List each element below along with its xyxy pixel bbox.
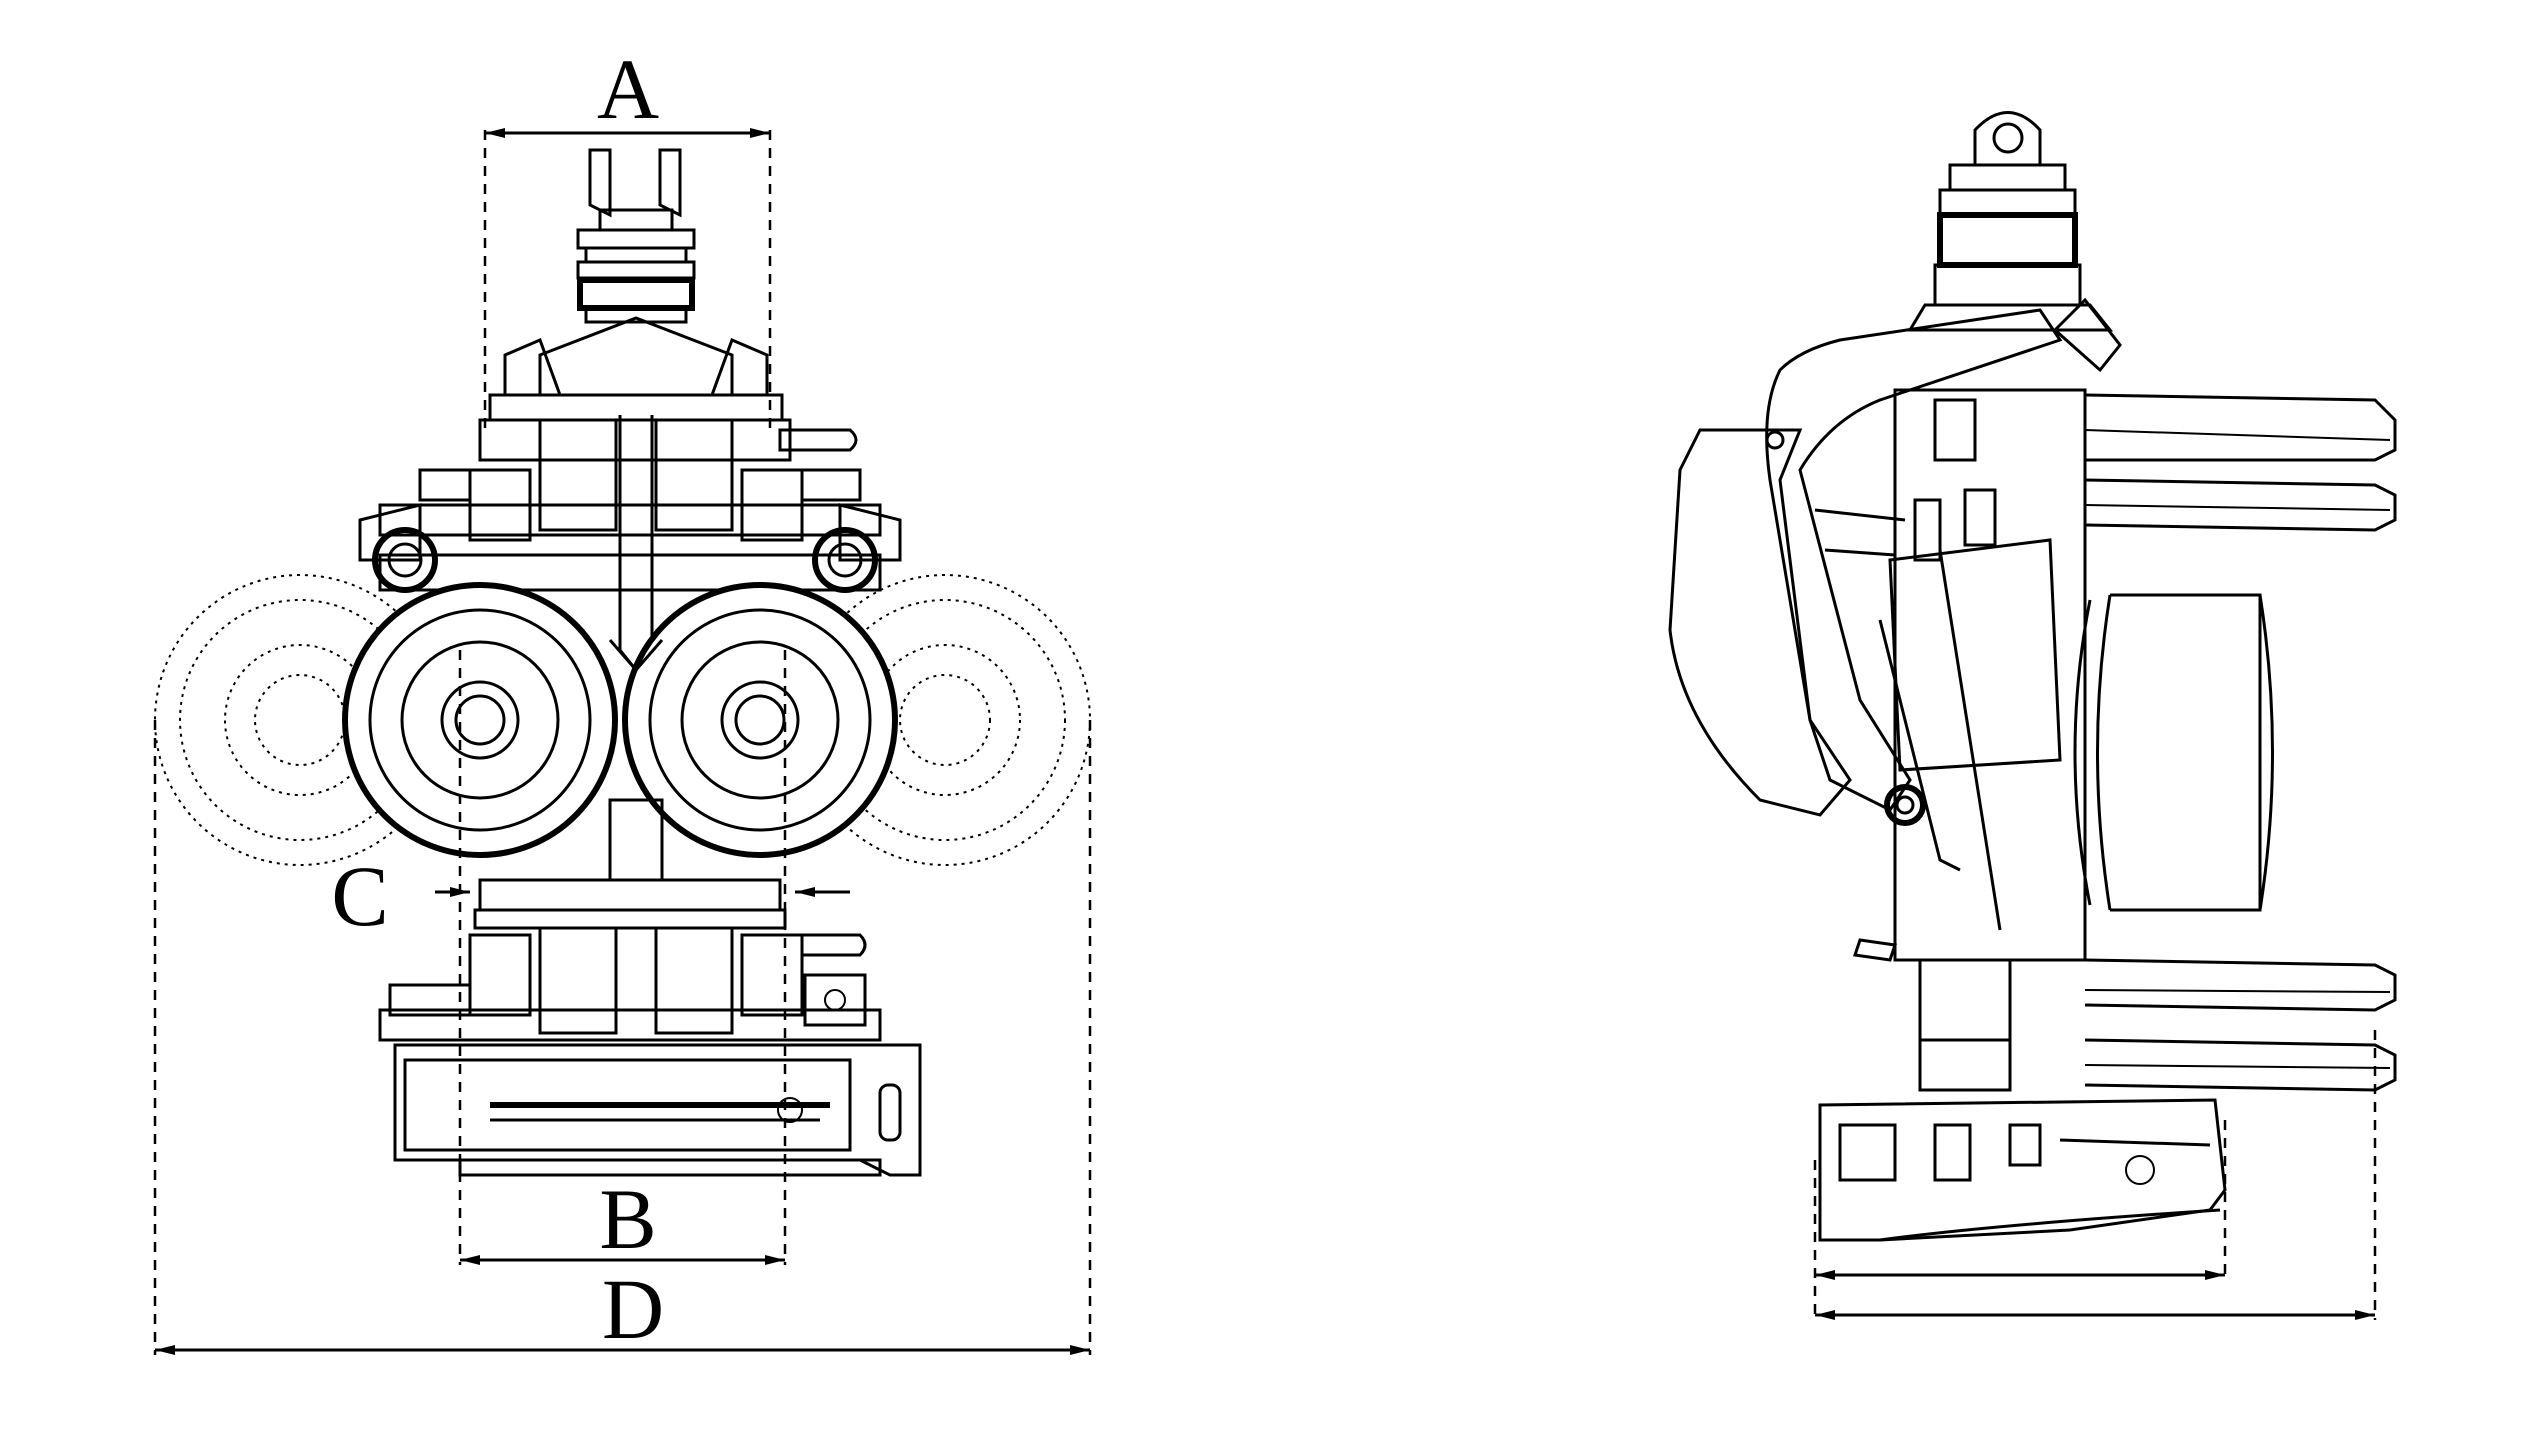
top-clevis [576, 148, 696, 324]
feed-roller-left [342, 582, 618, 858]
dimension-side [1813, 1030, 2377, 1320]
deflector [2052, 297, 2122, 373]
lifting-eye [1907, 111, 2114, 332]
dimension-c: C [331, 848, 850, 944]
motor-housing [1668, 428, 1852, 817]
label-b: B [599, 1171, 656, 1267]
lower-body [378, 798, 882, 1042]
label-d: D [602, 1261, 664, 1357]
feed-roller-side [2073, 593, 2274, 912]
main-frame [1814, 388, 2087, 962]
label-c: C [331, 848, 388, 944]
label-a: A [597, 41, 659, 137]
saw-box [393, 1043, 922, 1177]
side-view [1668, 111, 2397, 1320]
cross-arm [358, 415, 902, 673]
feed-roller-right [622, 582, 898, 858]
boom-arm [1765, 308, 2063, 812]
lower-knife [1918, 958, 2397, 1092]
dimension-d: D [153, 720, 1092, 1357]
dimension-b: B [458, 650, 787, 1267]
dimension-a: A [483, 41, 772, 430]
front-view: A B C D [153, 41, 1092, 1357]
upper-knife [2084, 393, 2397, 532]
saw-box-side [1818, 1098, 2227, 1242]
center-knife [608, 639, 664, 673]
